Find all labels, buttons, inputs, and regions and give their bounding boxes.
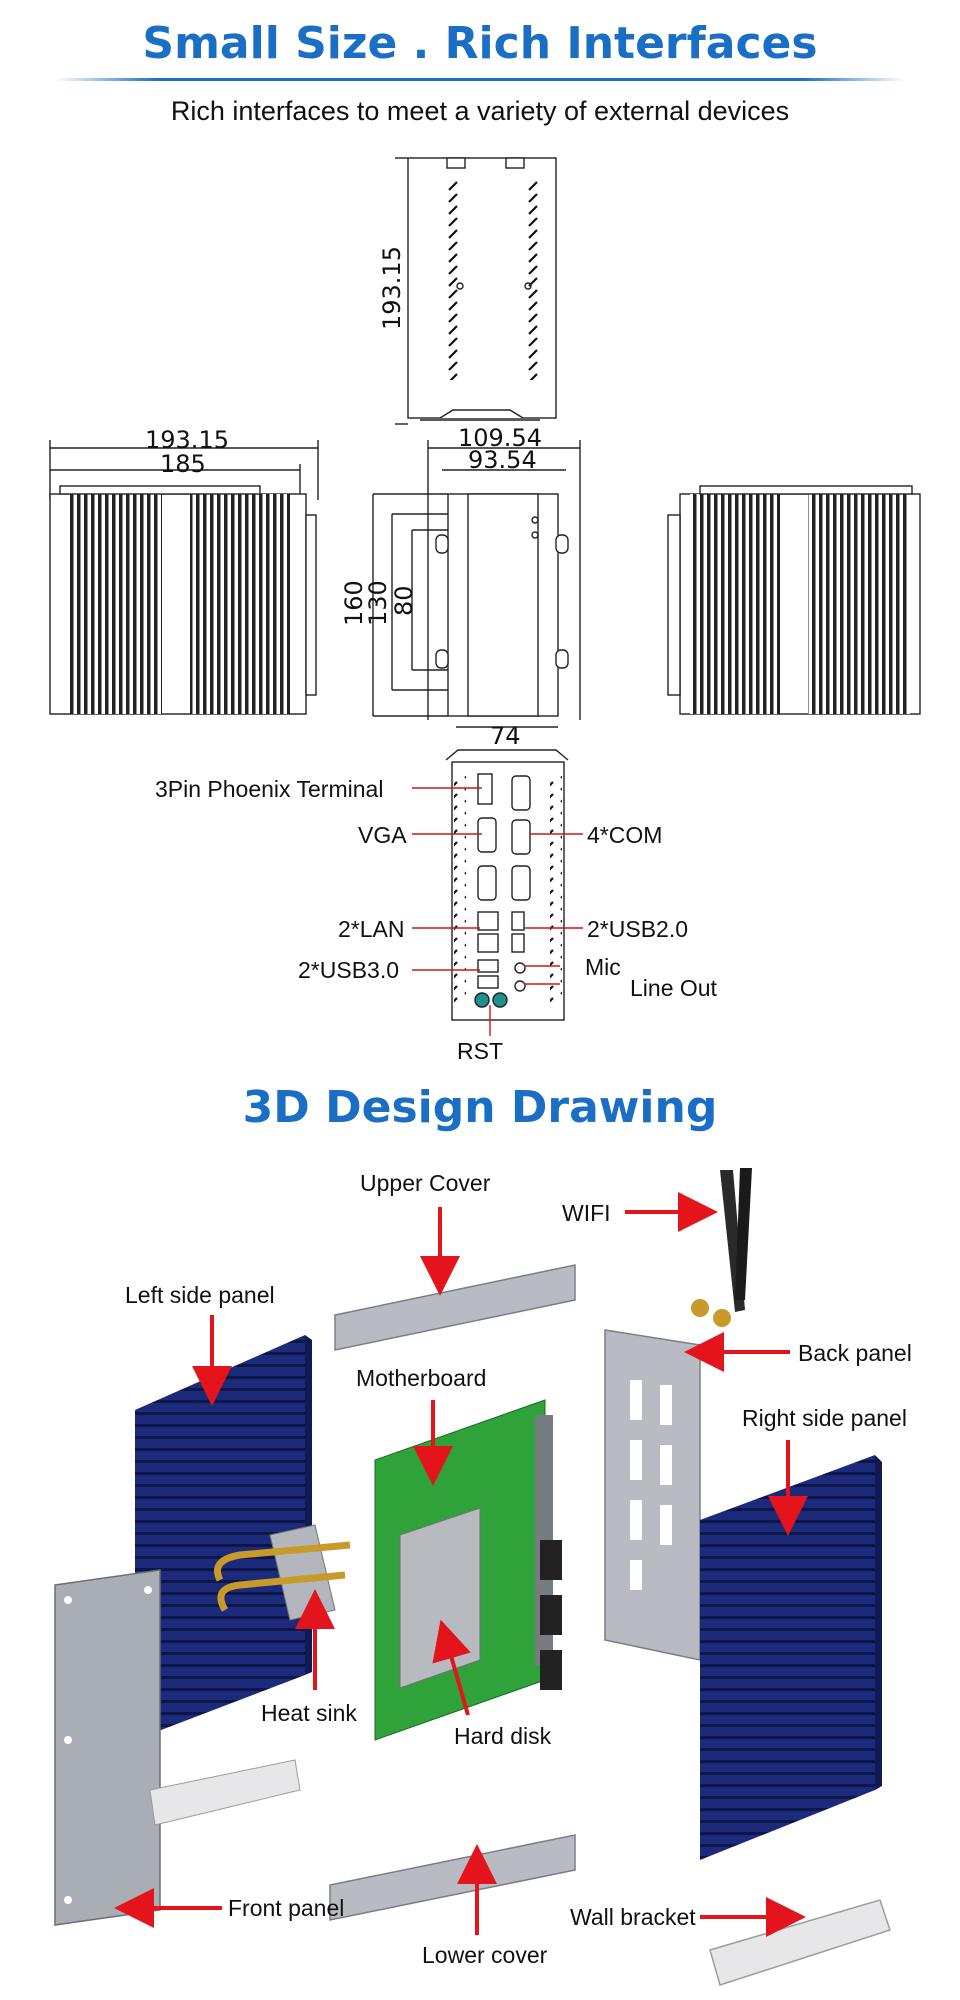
label-motherboard: Motherboard: [356, 1365, 487, 1391]
label-rst: RST: [457, 1038, 503, 1064]
label-com: 4*COM: [587, 822, 663, 848]
callout-arrows: [114, 1192, 808, 1937]
rear-io-view: [445, 749, 569, 1036]
front-view: [372, 440, 581, 728]
label-left-side-panel: Left side panel: [125, 1282, 275, 1308]
top-view: [395, 157, 557, 425]
label-front-panel: Front panel: [228, 1895, 345, 1921]
label-wall-bracket: Wall bracket: [570, 1904, 696, 1930]
label-usb2: 2*USB2.0: [587, 916, 689, 942]
upper-cover-shape: [334, 1264, 576, 1351]
dim-height-inner: 80: [390, 585, 418, 616]
label-hard-disk: Hard disk: [454, 1723, 552, 1749]
wifi-antenna-shape: [691, 1168, 752, 1327]
label-upper-cover: Upper Cover: [360, 1170, 491, 1196]
label-phoenix-terminal: 3Pin Phoenix Terminal: [155, 776, 384, 802]
back-panel-shape: [604, 1329, 701, 1661]
left-side-panel-shape: [135, 1335, 312, 1740]
label-line-out: Line Out: [630, 975, 717, 1001]
right-side-view: [667, 485, 921, 715]
right-side-panel-shape: [700, 1455, 882, 1860]
dim-height-mid: 130: [364, 580, 392, 626]
label-vga: VGA: [358, 822, 407, 848]
dim-top-height: 193.15: [378, 246, 406, 330]
port-leaders: [412, 787, 583, 985]
dim-side-inner: 185: [160, 450, 206, 478]
left-side-view: [49, 440, 319, 715]
label-lan: 2*LAN: [338, 916, 405, 942]
page-subtitle: Rich interfaces to meet a variety of ext…: [170, 96, 790, 126]
label-mic: Mic: [585, 954, 621, 980]
label-usb3: 2*USB3.0: [298, 957, 400, 983]
label-right-side-panel: Right side panel: [742, 1405, 907, 1431]
page-title: Small Size . Rich Interfaces: [142, 18, 818, 69]
design-title: 3D Design Drawing: [242, 1082, 718, 1133]
wall-bracket-shape: [709, 1899, 891, 1986]
label-back-panel: Back panel: [798, 1340, 912, 1366]
motherboard-shape: [374, 1399, 562, 1741]
dim-front-outer: 109.54: [458, 424, 542, 452]
dim-side-outer: 193.15: [145, 426, 229, 454]
dim-front-inner: 93.54: [468, 446, 537, 474]
front-panel-shape: [54, 1569, 161, 1926]
label-wifi: WIFI: [562, 1200, 611, 1226]
label-lower-cover: Lower cover: [422, 1942, 548, 1968]
title-underline: [55, 78, 905, 81]
heat-sink-shape: [214, 1524, 351, 1621]
lower-cover-shape: [329, 1834, 576, 1921]
dimension-drawing: [49, 157, 921, 1036]
dim-bottom-width: 74: [490, 722, 521, 750]
label-heat-sink: Heat sink: [261, 1700, 357, 1726]
